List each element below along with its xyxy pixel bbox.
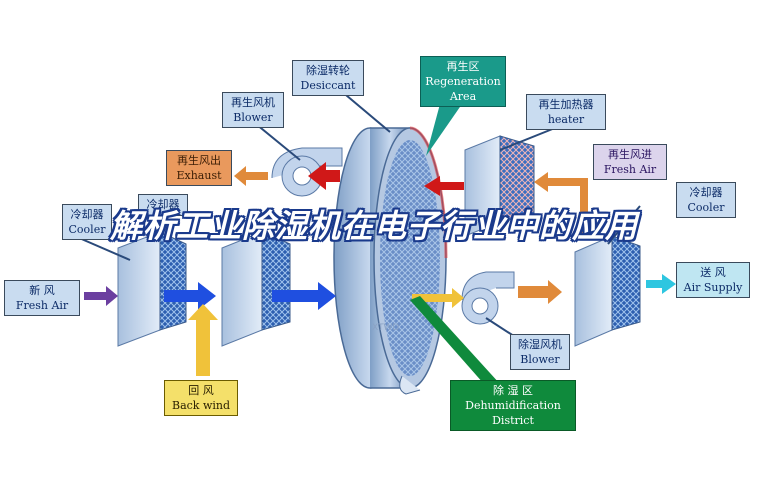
label-dehum-blower-zh: 除湿风机	[518, 338, 562, 351]
label-air-supply-zh: 送 风	[700, 266, 726, 279]
label-cooler-middle-zh: 冷却器	[146, 198, 180, 211]
flow-arrows	[84, 162, 676, 376]
cooler-unit-middle	[221, 231, 291, 347]
label-regen-blower-en: Blower	[233, 111, 273, 124]
label-fresh-air-zh: 新 风	[29, 284, 55, 297]
label-regen-fresh-en: Fresh Air	[603, 163, 657, 176]
label-regen-heater: 再生加热器 heater	[526, 94, 606, 130]
overlay-title: 解析工业除湿机在电子行业中的应用	[110, 207, 639, 245]
arrow-dehum-yellow	[412, 288, 464, 308]
label-regeneration-area: 再生区 Regeneration Area	[420, 56, 506, 107]
label-exhaust-en: Exhaust	[176, 169, 222, 182]
arrow-exhaust	[234, 166, 268, 186]
label-desiccant-en: Desiccant	[300, 79, 356, 92]
arrow-fresh-air	[84, 286, 118, 306]
arrow-red-wheel	[308, 162, 340, 190]
regen-blower-fan	[271, 147, 343, 197]
label-fresh-air: 新 风 Fresh Air	[4, 280, 80, 316]
label-regen-blower: 再生风机 Blower	[222, 92, 284, 128]
label-regen-area-zh: 再生区	[446, 60, 480, 73]
label-dehum-district-en: Dehumidification District	[465, 399, 561, 427]
label-heater-en: heater	[547, 113, 585, 126]
cooler-unit-right	[574, 235, 641, 347]
label-dehumidification-district: 除 湿 区 Dehumidification District	[450, 380, 576, 431]
leader-lines	[69, 89, 641, 384]
label-dehum-blower-en: Blower	[520, 353, 560, 366]
label-cooler-left-en: Cooler	[68, 223, 106, 236]
label-back-wind-zh: 回 风	[188, 384, 214, 397]
desiccant-wheel: XTWD	[333, 126, 448, 395]
label-dehum-district-zh: 除 湿 区	[493, 384, 533, 397]
label-regen-area-en: Regeneration Area	[425, 75, 501, 103]
arrow-regen-inlet	[534, 172, 588, 236]
arrow-blue-1	[164, 282, 216, 310]
label-desiccant: 除湿转轮 Desiccant	[292, 60, 364, 96]
label-air-supply: 送 风 Air Supply	[676, 262, 750, 298]
label-air-supply-en: Air Supply	[683, 281, 743, 294]
label-exhaust: 再生风出 Exhaust	[166, 150, 232, 186]
label-cooler-left-zh: 冷却器	[70, 208, 104, 221]
label-cooler-middle: 冷却器	[138, 194, 188, 216]
label-back-wind: 回 风 Back wind	[164, 380, 238, 416]
label-cooler-right-zh: 冷却器	[689, 186, 723, 199]
cooler-unit-left	[117, 231, 187, 347]
dehum-blower-fan	[461, 271, 515, 325]
label-heater-zh: 再生加热器	[538, 98, 594, 111]
heater-unit	[464, 135, 535, 237]
label-dehum-blower: 除湿风机 Blower	[510, 334, 570, 370]
label-exhaust-zh: 再生风出	[177, 154, 221, 167]
label-cooler-left: 冷却器 Cooler	[62, 204, 112, 240]
label-fresh-air-en: Fresh Air	[15, 299, 69, 312]
label-cooler-right-en: Cooler	[687, 201, 725, 214]
arrow-to-cooler-right	[518, 280, 562, 304]
label-regen-blower-zh: 再生风机	[231, 96, 275, 109]
label-regen-fresh-air: 再生风进 Fresh Air	[593, 144, 667, 180]
label-regen-fresh-zh: 再生风进	[608, 148, 652, 161]
arrow-back-wind	[188, 304, 218, 376]
arrow-air-supply	[646, 274, 676, 294]
label-back-wind-en: Back wind	[171, 399, 231, 412]
arrow-red-heater	[424, 176, 464, 196]
arrow-blue-2	[272, 282, 336, 310]
label-cooler-right: 冷却器 Cooler	[676, 182, 736, 218]
label-desiccant-zh: 除湿转轮	[306, 64, 350, 77]
watermark-text: XTWD	[372, 323, 399, 333]
